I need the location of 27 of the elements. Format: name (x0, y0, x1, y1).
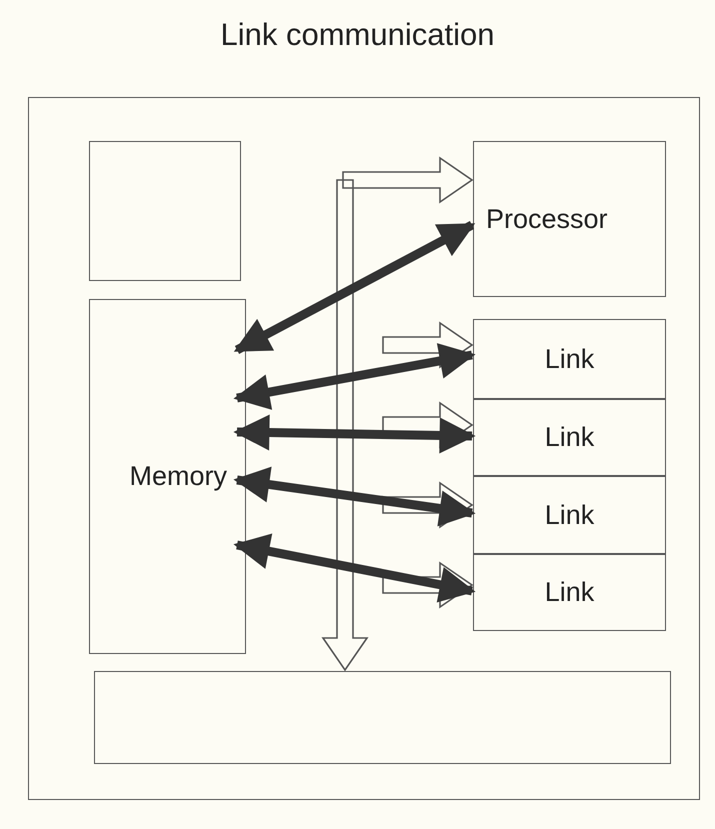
component-box (473, 476, 666, 554)
box-label: Processor (486, 202, 608, 236)
component-box (473, 141, 666, 297)
component-box (473, 399, 666, 476)
bus-arrow (382, 481, 474, 529)
double-arrow (233, 414, 476, 454)
bus-arrow (342, 156, 474, 204)
bus-arrow (382, 321, 474, 369)
box-label: Link (544, 342, 594, 376)
box-label: Memory (129, 460, 227, 494)
box-label: Link (544, 576, 594, 610)
component-box (473, 554, 666, 631)
empty-box (94, 671, 671, 764)
double-arrow (233, 534, 476, 602)
double-arrow (234, 221, 476, 354)
bus-arrow (321, 179, 369, 672)
box-label: Link (544, 498, 594, 532)
bus-arrow (382, 561, 474, 609)
double-arrow (233, 343, 476, 410)
empty-box (89, 141, 241, 281)
double-arrow (233, 466, 476, 526)
diagram-title: Link communication (220, 16, 496, 54)
box-label: Link (544, 421, 594, 454)
component-box (89, 299, 246, 654)
component-box (473, 319, 666, 399)
bus-arrow (382, 401, 474, 449)
empty-box (28, 97, 700, 800)
